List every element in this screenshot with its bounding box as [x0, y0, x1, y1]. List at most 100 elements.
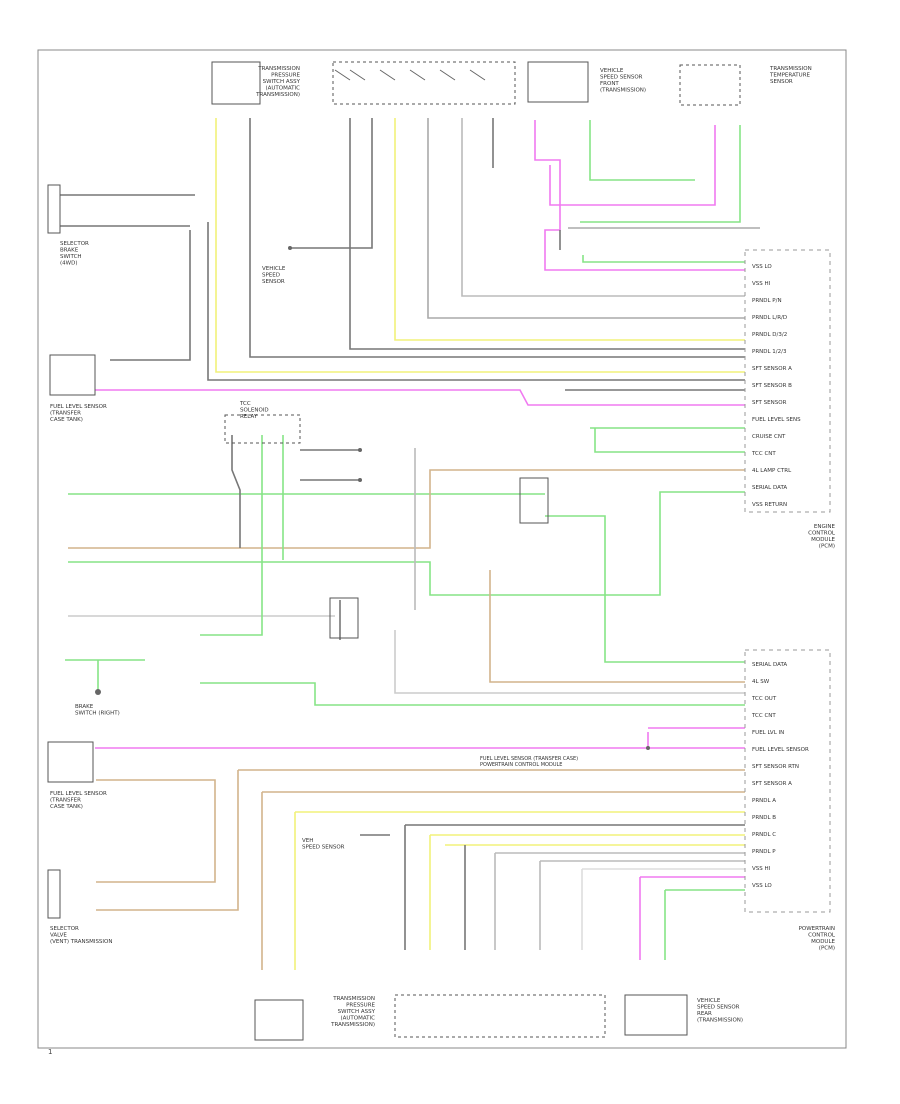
wire-tan-5: [261, 791, 745, 970]
wire-green-6: [594, 428, 745, 453]
pin-label-top: PRNDL D/3/2: [752, 332, 787, 338]
wire-green-3: [580, 125, 741, 223]
pin-label-bottom: TCC OUT: [751, 696, 777, 702]
wire-gray-15: [231, 435, 241, 548]
wire-green-14: [664, 889, 745, 960]
wire-gray-11: [110, 230, 191, 361]
pin-label-top: FUEL LEVEL SENS: [752, 417, 801, 423]
wire-gray-19: [404, 824, 745, 950]
wire-pink-3: [95, 389, 745, 406]
wire-tan-4: [96, 769, 745, 911]
pin-label-top: CRUISE CNT: [752, 434, 786, 440]
pin-label-top: VSS LO: [752, 264, 772, 270]
pressure-switch-box-top: [332, 61, 516, 105]
wire-gray-4: [290, 118, 373, 249]
wire-green-8: [545, 515, 745, 663]
pin-label-bottom: SERIAL DATA: [752, 662, 787, 668]
pcm-bottom-box: [744, 649, 831, 913]
pin-label-top: PRNDL P/N: [752, 298, 782, 304]
wire-yellow-1: [215, 118, 745, 373]
wire-gray-20: [494, 852, 745, 950]
pressure-switch-box-bottom: [394, 994, 606, 1038]
pin-label-bottom: VSS HI: [752, 866, 771, 872]
pin-label-bottom: 4L SW: [752, 679, 770, 685]
speed-sensor-box-top: [527, 61, 589, 103]
relay-box: [224, 414, 301, 444]
bottom-note: FUEL LEVEL SENSOR (TRANSFER CASE)POWERTR…: [480, 756, 578, 768]
pin-label-top: PRNDL L/R/D: [752, 315, 787, 321]
pin-label-bottom: PRNDL P: [752, 849, 776, 855]
footer-code: 1: [48, 1048, 52, 1056]
relay-switch-box: [519, 477, 549, 524]
fuel-sensor-box-bottom: [47, 741, 94, 783]
wire-gray-5: [427, 118, 745, 319]
wire-gray-2: [207, 222, 745, 381]
pin-label-bottom: SFT SENSOR RTN: [752, 764, 799, 770]
wire-green-7: [68, 491, 745, 596]
pin-label-top: VSS RETURN: [752, 502, 787, 508]
selector-box-top: [47, 184, 61, 234]
wire-green-2: [582, 255, 745, 263]
wire-yellow-3: [294, 811, 745, 970]
wire-gray-18: [300, 449, 360, 481]
pin-label-bottom: PRNDL C: [752, 832, 776, 838]
speed-sensor-box-bottom: [624, 994, 688, 1036]
pressure-switch-top: [334, 69, 486, 81]
wire-tan-1: [68, 469, 745, 549]
pin-label-bottom: FUEL LEVEL SENSOR: [752, 747, 809, 753]
pin-label-top: SFT SENSOR A: [752, 366, 792, 372]
wire-yellow-2: [394, 118, 745, 341]
wire-green-1: [589, 120, 695, 181]
wire-pink-2: [549, 125, 716, 206]
component-group: [47, 61, 831, 1041]
wire-tan-2: [489, 570, 745, 683]
pin-label-top: SFT SENSOR B: [752, 383, 792, 389]
pin-label-bottom: SFT SENSOR A: [752, 781, 792, 787]
connector-dots: [95, 246, 650, 750]
pin-label-bottom: TCC CNT: [751, 713, 776, 719]
sensor-box-bottom-left: [254, 999, 304, 1041]
diagram-frame: [37, 49, 847, 1049]
wire-pink-1: [534, 120, 745, 271]
wire-pink-7: [639, 876, 745, 960]
pin-label-top: 4L LAMP CTRL: [752, 468, 792, 474]
wire-gray-22: [581, 868, 745, 950]
wire-gray-1: [249, 118, 745, 358]
fuel-sensor-box-top: [49, 354, 96, 396]
wire-gray-12: [60, 194, 195, 227]
wire-tan-3: [96, 779, 216, 883]
wire-green-9: [200, 682, 745, 706]
wire-group: [60, 118, 760, 970]
pcm-top-pin-labels: VSS LO VSS HI PRNDL P/N PRNDL L/R/D PRNDL D/…: [751, 264, 801, 508]
pin-label-top: VSS HI: [752, 281, 771, 287]
pin-label-bottom: VSS LO: [752, 883, 772, 889]
tcc-sensor-box-top: [679, 64, 741, 106]
pin-label-bottom: PRNDL B: [752, 815, 776, 821]
sensor-box-top-left: [211, 61, 261, 105]
pin-label-top: SERIAL DATA: [752, 485, 787, 491]
pcm-top-box: [744, 249, 831, 513]
wire-yellow-4: [429, 834, 745, 950]
pin-label-top: PRNDL 1/2/3: [752, 349, 787, 355]
wire-green-12: [200, 435, 263, 636]
tcc-switch-box: [329, 597, 359, 639]
